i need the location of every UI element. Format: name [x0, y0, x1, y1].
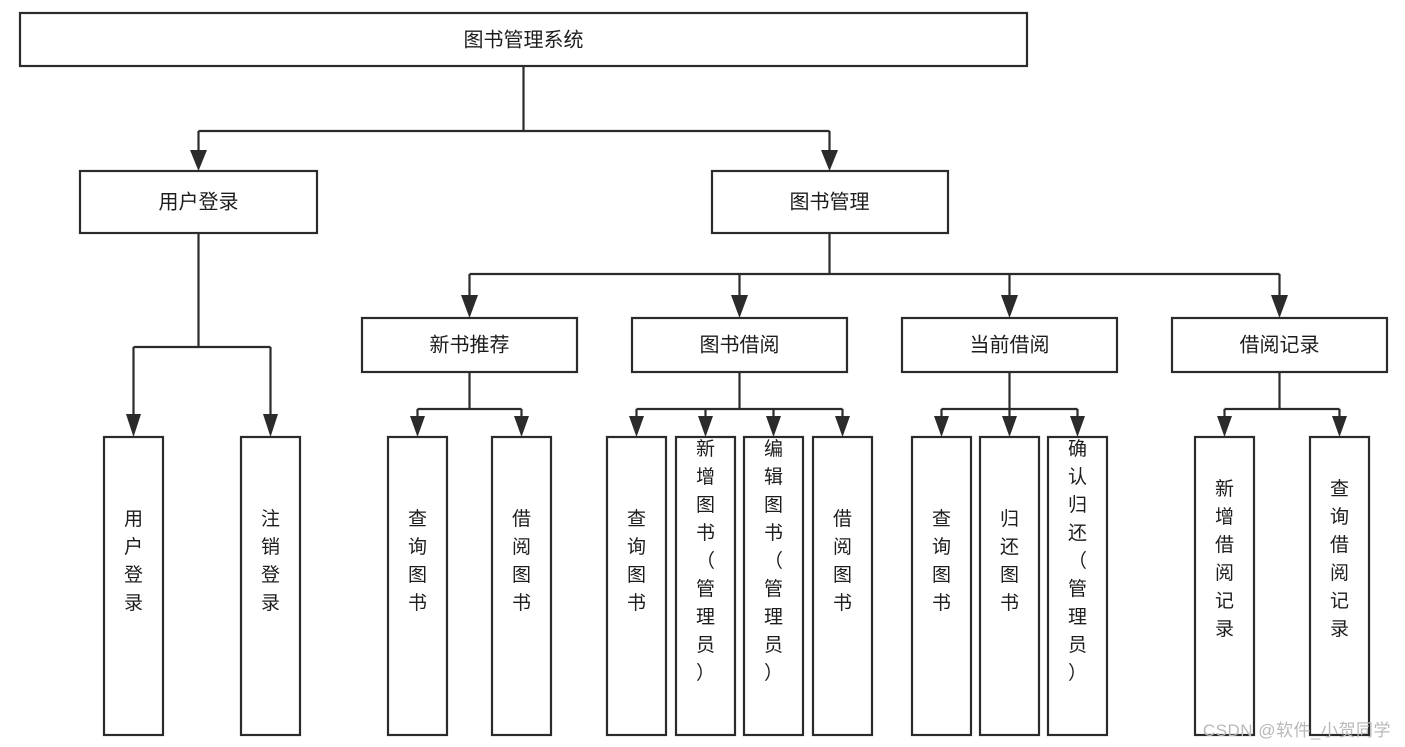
leaf-node[interactable]: 新增借阅记录: [1193, 435, 1256, 737]
leaf-box-borrow-book-2[interactable]: [811, 435, 874, 737]
node-root-label: 图书管理系统: [464, 28, 584, 51]
arrow-bookmgmt-to-record: [1271, 295, 1288, 318]
node-user-login[interactable]: 用户登录: [78, 169, 319, 235]
leaf-label-query-borrow-record: 查询借阅记录: [1330, 478, 1349, 640]
node-book-management[interactable]: 图书管理: [710, 169, 950, 235]
leaf-label-borrow-book-1: 借阅图书: [512, 508, 531, 614]
node-borrow-record[interactable]: 借阅记录: [1170, 316, 1389, 374]
leaf-node[interactable]: 借阅图书: [811, 435, 874, 737]
leaf-node[interactable]: 查询图书: [386, 435, 449, 737]
leaf-box-edit-book-admin[interactable]: [742, 435, 805, 737]
node-new-book-recommend[interactable]: 新书推荐: [360, 316, 579, 374]
leaf-label-query-book-3: 查询图书: [932, 508, 951, 614]
arrow-bookmgmt-to-current: [1001, 295, 1018, 318]
leaf-label-borrow-book-2: 借阅图书: [833, 508, 852, 614]
node-book-borrow-label: 图书借阅: [700, 333, 780, 356]
node-borrow-record-label: 借阅记录: [1240, 333, 1320, 356]
csdn-watermark: CSDN @软件_小贺同学: [1202, 721, 1391, 740]
leaf-node[interactable]: 借阅图书: [490, 435, 553, 737]
node-current-borrow[interactable]: 当前借阅: [900, 316, 1119, 374]
leaf-node[interactable]: 确认归还（管理员）: [1046, 435, 1109, 737]
arrow-borrow-leaf-3: [766, 416, 781, 437]
node-root-box[interactable]: [18, 11, 1029, 68]
leaf-label-query-book-2: 查询图书: [627, 508, 646, 614]
leaf-box-query-book-1[interactable]: [386, 435, 449, 737]
leaf-label-return-book: 归还图书: [1000, 508, 1019, 614]
leaf-box-add-borrow-record[interactable]: [1193, 435, 1256, 737]
node-user-login-box[interactable]: [78, 169, 319, 235]
arrow-newbook-leaf-2: [514, 416, 529, 437]
node-user-login-label: 用户登录: [159, 190, 239, 213]
leaf-label-add-borrow-record: 新增借阅记录: [1215, 478, 1234, 640]
leaf-layer: 用户登录 注销登录 查询图书 借阅图书 查询图书 新增图书（管理员）: [102, 435, 1371, 737]
leaf-box-query-book-3[interactable]: [910, 435, 973, 737]
leaf-node[interactable]: 查询图书: [605, 435, 668, 737]
arrow-record-leaf-2: [1332, 416, 1347, 437]
leaf-node[interactable]: 注销登录: [239, 435, 302, 737]
arrow-current-leaf-2: [1002, 416, 1017, 437]
leaf-label-edit-book-admin: 编辑图书（管理员）: [764, 438, 783, 684]
leaf-label-logout: 注销登录: [261, 508, 280, 614]
leaf-node[interactable]: 编辑图书（管理员）: [742, 435, 805, 737]
arrow-root-to-bookmgmt: [821, 150, 838, 171]
leaf-box-add-book-admin[interactable]: [674, 435, 737, 737]
connector-layer: [126, 66, 1347, 437]
arrow-borrow-leaf-1: [629, 416, 644, 437]
leaf-box-borrow-book-1[interactable]: [490, 435, 553, 737]
node-current-borrow-box[interactable]: [900, 316, 1119, 374]
leaf-label-user-login: 用户登录: [124, 509, 143, 614]
leaf-label-query-book-1: 查询图书: [408, 508, 427, 614]
arrow-borrow-leaf-2: [698, 416, 713, 437]
leaf-node[interactable]: 用户登录: [102, 435, 165, 737]
arrow-root-to-userlogin: [190, 150, 207, 171]
arrow-current-leaf-3: [1070, 416, 1085, 437]
node-root[interactable]: 图书管理系统: [18, 11, 1029, 68]
node-book-borrow-box[interactable]: [630, 316, 849, 374]
arrow-borrow-leaf-4: [835, 416, 850, 437]
node-book-management-label: 图书管理: [790, 190, 870, 213]
leaf-node[interactable]: 新增图书（管理员）: [674, 435, 737, 737]
leaf-box-logout[interactable]: [239, 435, 302, 737]
node-current-borrow-label: 当前借阅: [970, 333, 1050, 356]
node-new-book-recommend-label: 新书推荐: [430, 333, 510, 356]
leaf-label-confirm-return-admin: 确认归还（管理员）: [1068, 438, 1087, 684]
arrow-userlogin-leaf-2: [263, 414, 278, 437]
node-new-book-recommend-box[interactable]: [360, 316, 579, 374]
node-borrow-record-box[interactable]: [1170, 316, 1389, 374]
node-book-borrow[interactable]: 图书借阅: [630, 316, 849, 374]
leaf-box-confirm-return-admin[interactable]: [1046, 435, 1109, 737]
leaf-box-query-borrow-record[interactable]: [1308, 435, 1371, 737]
leaf-node[interactable]: 查询借阅记录: [1308, 435, 1371, 737]
node-book-management-box[interactable]: [710, 169, 950, 235]
arrow-userlogin-leaf-1: [126, 414, 141, 437]
arrow-record-leaf-1: [1217, 416, 1232, 437]
leaf-box-user-login[interactable]: [102, 435, 165, 737]
arrow-bookmgmt-to-borrow: [731, 295, 748, 318]
leaf-box-query-book-2[interactable]: [605, 435, 668, 737]
leaf-box-return-book[interactable]: [978, 435, 1041, 737]
leaf-node[interactable]: 归还图书: [978, 435, 1041, 737]
leaf-label-add-book-admin: 新增图书（管理员）: [696, 438, 715, 684]
arrow-bookmgmt-to-newbook: [461, 295, 478, 318]
leaf-node[interactable]: 查询图书: [910, 435, 973, 737]
arrow-newbook-leaf-1: [410, 416, 425, 437]
arrow-current-leaf-1: [934, 416, 949, 437]
